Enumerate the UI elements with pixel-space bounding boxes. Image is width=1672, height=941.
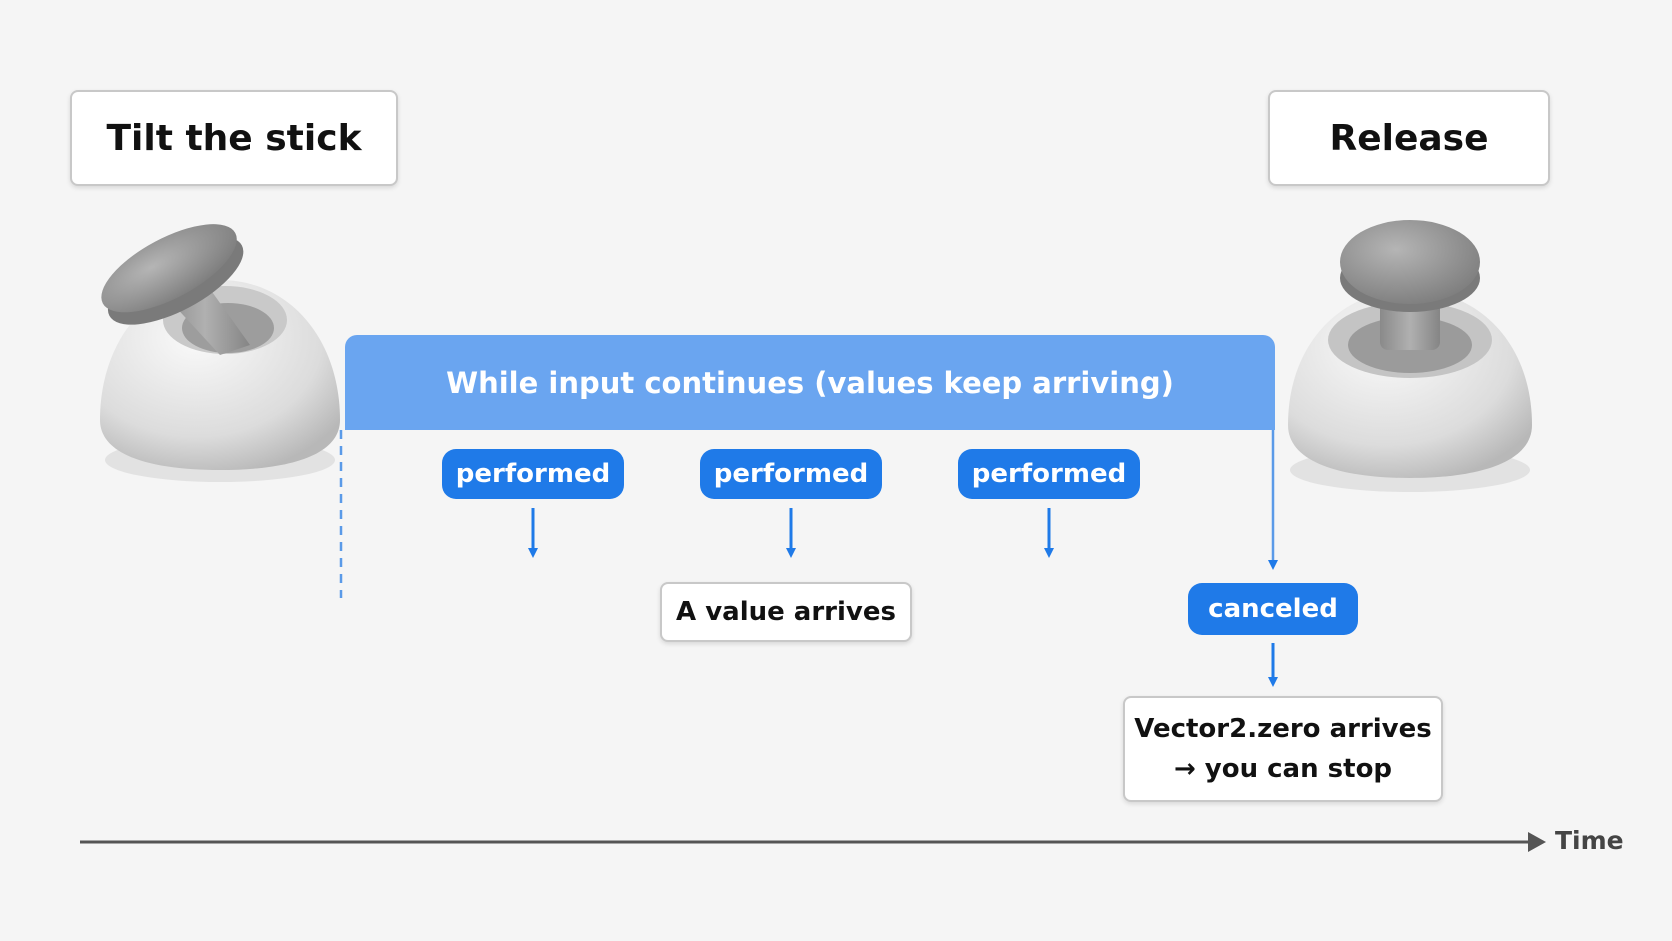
time-axis-label: Time — [1555, 826, 1624, 855]
time-axis-arrowhead — [1528, 832, 1546, 852]
input-continues-banner: While input continues (values keep arriv… — [345, 335, 1275, 430]
joystick-tilted-icon — [100, 224, 340, 482]
performed-event-1: performed — [442, 449, 624, 499]
joystick-centered-icon — [1288, 220, 1532, 492]
release-label: Release — [1268, 90, 1550, 186]
vector-zero-note-line2: → you can stop — [1173, 754, 1393, 784]
performed-event-3: performed — [958, 449, 1140, 499]
vector-zero-note-line1: Vector2.zero arrives — [1134, 714, 1432, 744]
value-arrives-note: A value arrives — [660, 582, 912, 642]
performed-event-2: performed — [700, 449, 882, 499]
tilt-stick-label: Tilt the stick — [70, 90, 398, 186]
canceled-event: canceled — [1188, 583, 1358, 635]
vector-zero-note: Vector2.zero arrives → you can stop — [1123, 696, 1443, 802]
